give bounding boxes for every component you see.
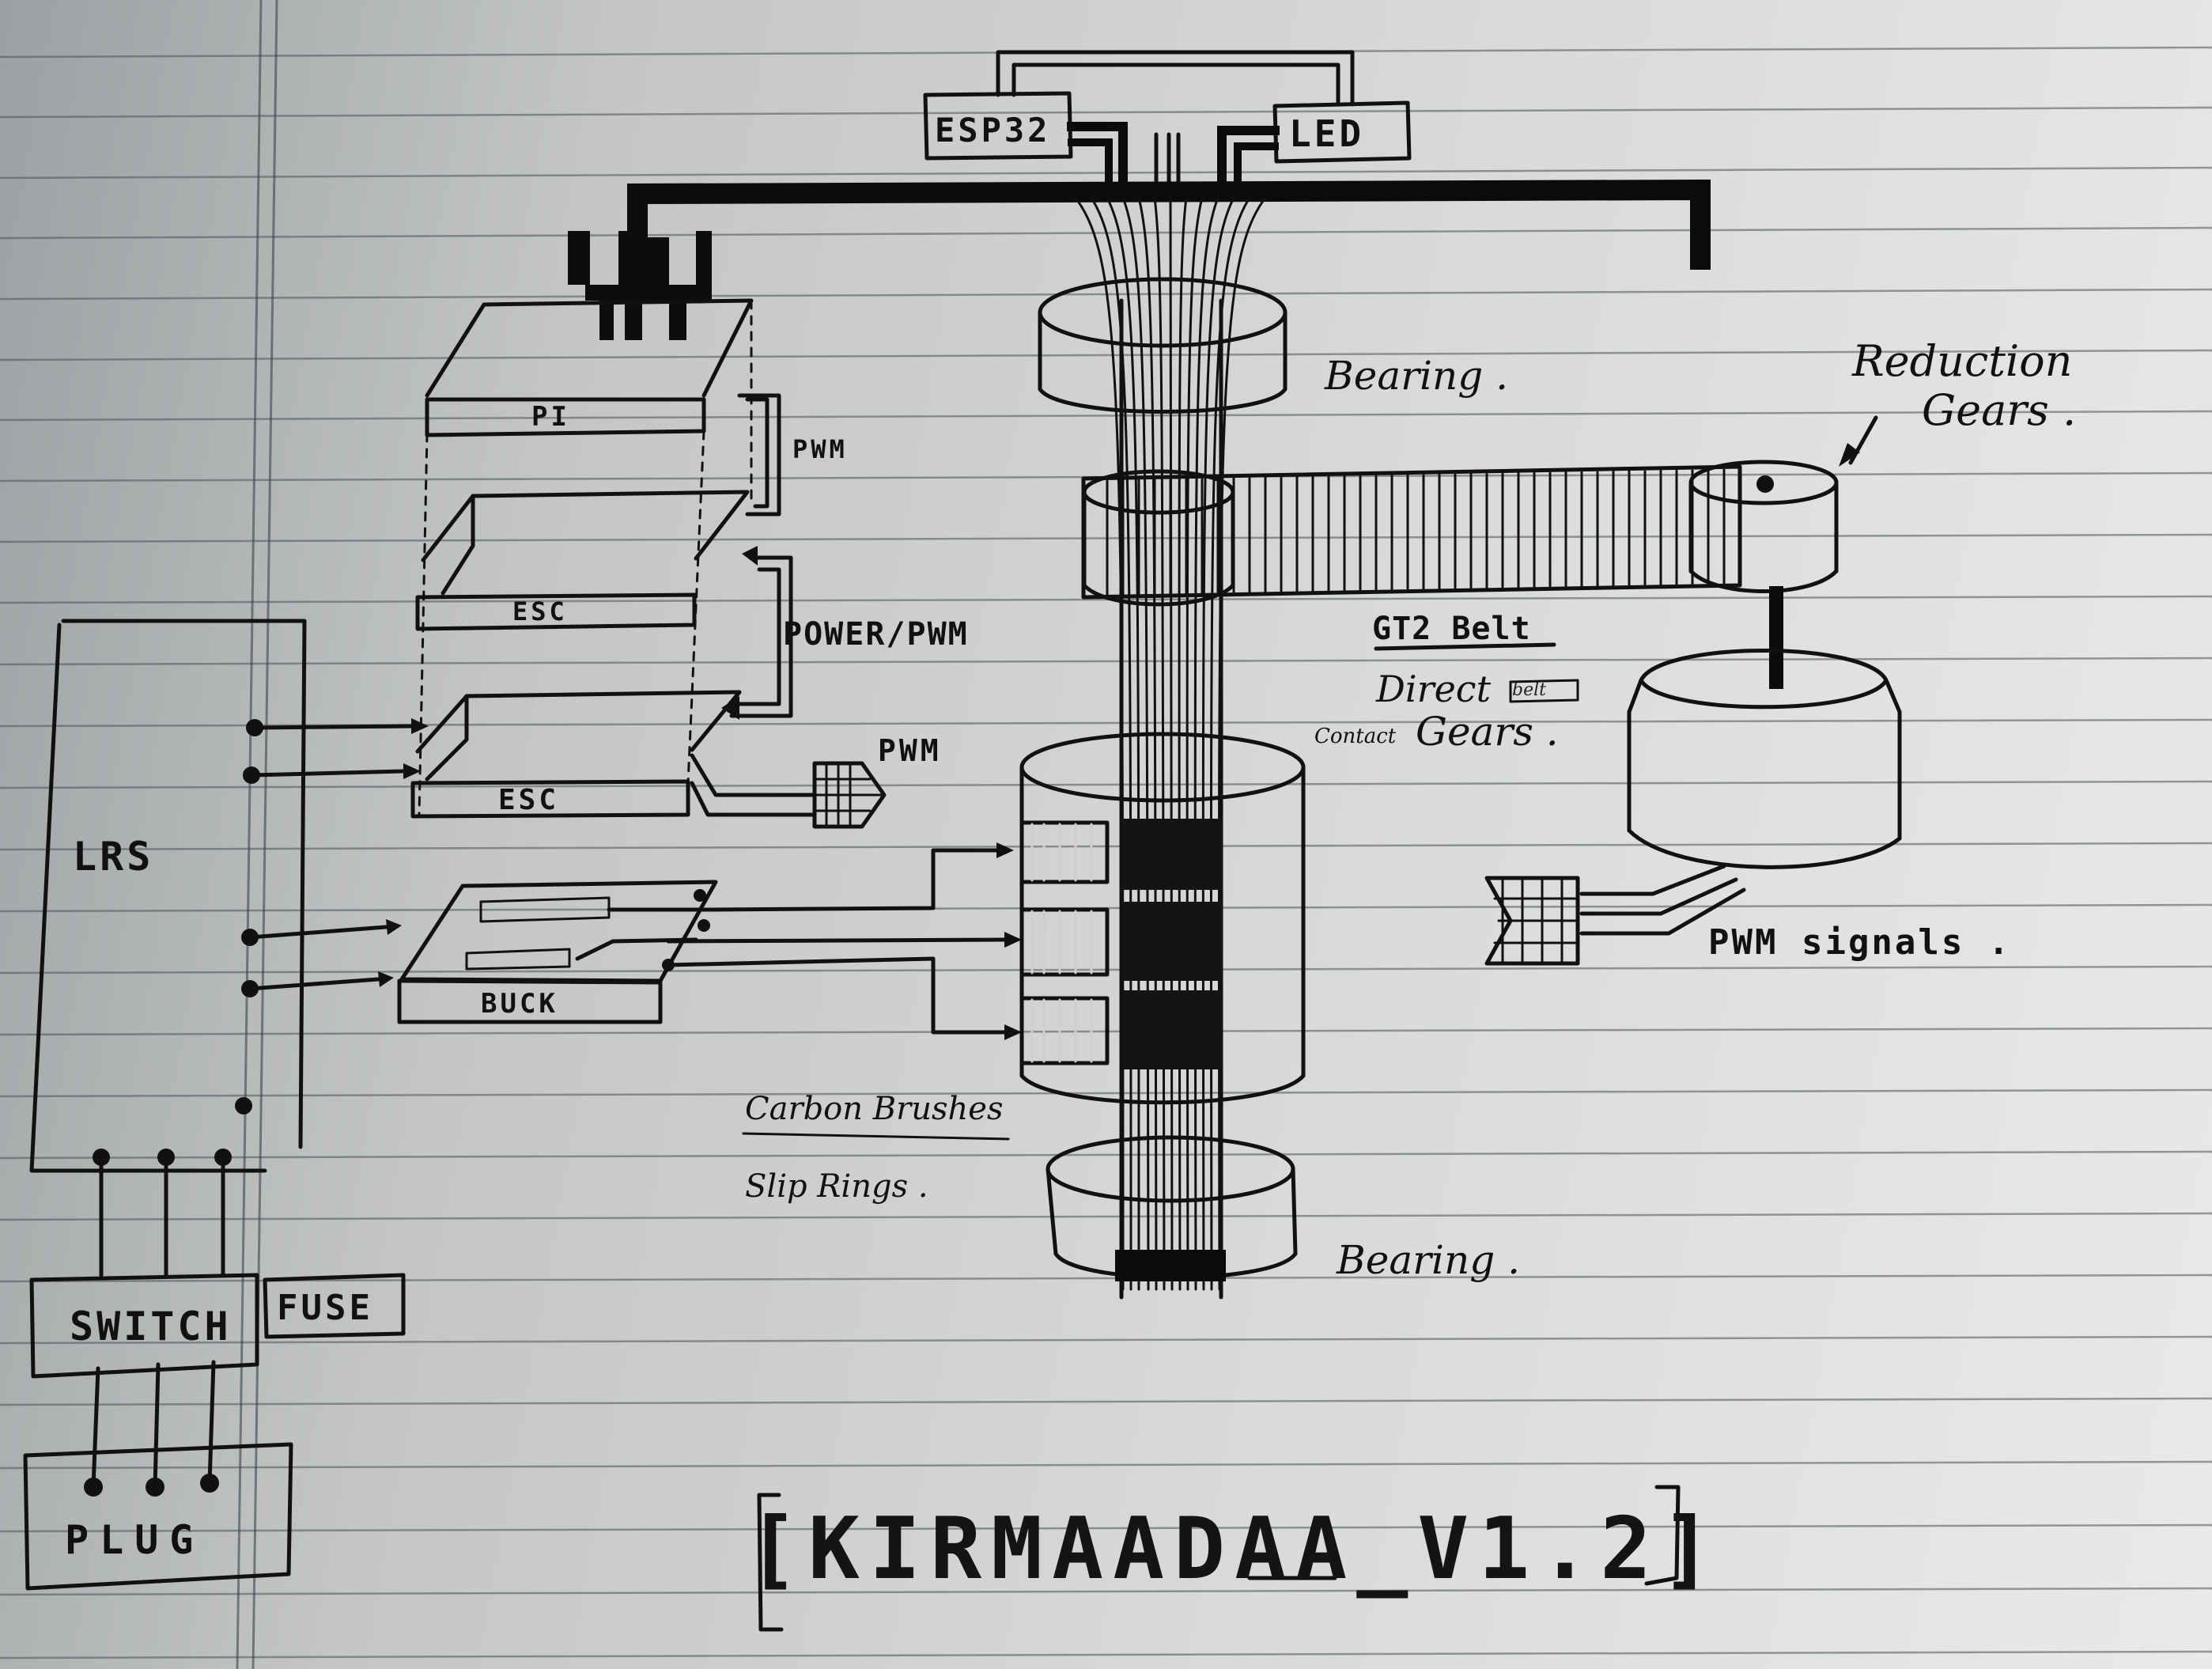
bearing-bottom-label: Bearing . xyxy=(1337,1237,1521,1283)
esp32-box xyxy=(923,91,1073,161)
fuse-box xyxy=(263,1273,406,1339)
gt2-belt-label: GT2 Belt xyxy=(1372,611,1531,647)
motor xyxy=(1627,586,1902,869)
direct-label: Direct xyxy=(1376,668,1492,710)
top-arm-bar xyxy=(627,179,1711,270)
contact-label: Contact xyxy=(1314,725,1397,748)
label-underlines xyxy=(742,642,1579,1141)
carbon-brushes-label: Carbon Brushes xyxy=(745,1091,1004,1127)
led-label: LED xyxy=(1289,112,1365,155)
esp32-led-link-wires xyxy=(996,50,1355,107)
esc-power-pwm-link xyxy=(721,546,793,720)
buck-to-brush-wires xyxy=(666,842,1022,1040)
lrs-label: LRS xyxy=(73,834,154,880)
reduction-label: Reduction xyxy=(1852,336,2073,386)
plug-box xyxy=(23,1442,293,1591)
power-pwm-label: POWER/PWM xyxy=(783,616,969,653)
direct-gears-label: Gears . xyxy=(1416,709,1559,755)
margin-lines xyxy=(236,0,278,1669)
reduction-gears-label: Gears . xyxy=(1922,385,2077,435)
esc-top-label: ESC xyxy=(512,596,568,626)
esp32-label: ESP32 xyxy=(935,111,1051,149)
carbon-brush-3 xyxy=(1019,996,1110,1065)
carbon-brush-1 xyxy=(1019,820,1110,884)
carbon-brush-2 xyxy=(1019,907,1110,977)
pwm-signals-label: PWM signals . xyxy=(1708,922,2012,963)
diagram-title: [KIRMAADAA_V1.2] xyxy=(747,1500,1722,1599)
motor-pwm-cable xyxy=(1484,864,1746,966)
electronics-stack xyxy=(410,298,754,819)
switch-label: SWITCH xyxy=(70,1304,232,1349)
switch-box xyxy=(29,1273,259,1379)
title-brackets xyxy=(757,1485,1681,1632)
esc-pwm-output xyxy=(690,753,887,829)
struck-word: belt xyxy=(1512,680,1546,700)
claw-gripper xyxy=(568,231,712,340)
shaft-wire-fan xyxy=(1074,196,1267,1300)
slip-ring-bands xyxy=(1121,819,1223,1069)
lrs-output-wires xyxy=(248,718,429,991)
top-bearing xyxy=(1038,277,1287,414)
gt2-belt-assembly xyxy=(1081,460,1839,607)
pi-label: PI xyxy=(531,401,570,433)
reduction-gears-arrow xyxy=(1839,415,1878,467)
buck-label: BUCK xyxy=(481,988,558,1020)
fuse-label: FUSE xyxy=(277,1288,373,1328)
slip-rings-label: Slip Rings . xyxy=(745,1168,928,1205)
supply-wiring xyxy=(84,1155,225,1497)
plug-label: PLUG xyxy=(65,1517,205,1563)
bearing-top-label: Bearing . xyxy=(1325,353,1509,399)
esc-bottom-label: ESC xyxy=(498,784,560,816)
slip-ring-housing xyxy=(1019,732,1306,1105)
pi-esc-pwm-link xyxy=(737,393,781,517)
bottom-bearing xyxy=(1046,1135,1298,1281)
pwm-pi-label: PWM xyxy=(792,434,848,464)
pwm-esc-label: PWM xyxy=(878,733,942,768)
